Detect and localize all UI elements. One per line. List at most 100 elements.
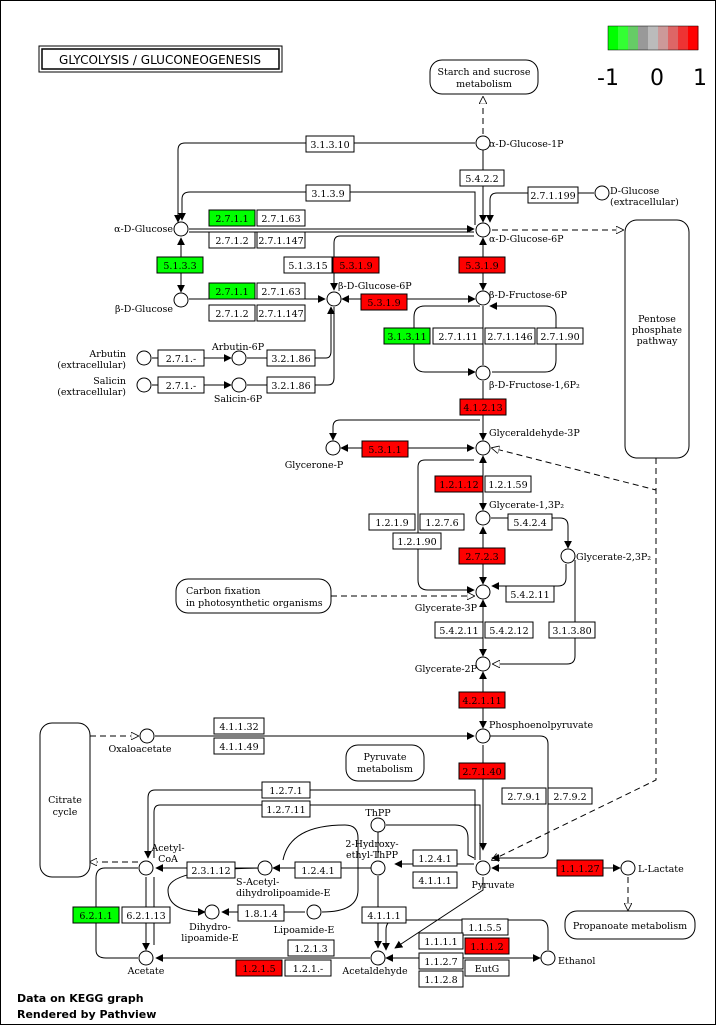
enzyme-12-1-59-box[interactable]: 1.2.1.59: [484, 475, 532, 493]
enzyme-54-2-2-box[interactable]: 5.4.2.2: [459, 169, 505, 187]
enzyme-12-4-1-box[interactable]: 1.2.4.1: [294, 861, 342, 879]
pathway-pyruvate-metabolism[interactable]: Pyruvate metabolism: [345, 744, 425, 782]
enzyme-27-1-2-box[interactable]: 2.7.1.2: [208, 304, 256, 322]
enzyme-41-1-49-box[interactable]: 4.1.1.49: [213, 737, 265, 755]
compound-salicin-6p[interactable]: Salicin-6P: [214, 377, 263, 405]
compound-glycerate-23p2[interactable]: Glycerate-2,3P₂: [560, 548, 651, 564]
enzyme-12-7-11-box[interactable]: 1.2.7.11: [261, 800, 311, 818]
enzyme-27-9-2-box[interactable]: 2.7.9.2: [547, 787, 593, 805]
compound-dihydrolipoamide[interactable]: Dihydro-lipoamide-E: [181, 904, 239, 944]
compound-acetate[interactable]: Acetate: [127, 950, 165, 977]
enzyme-27-1-147-box[interactable]: 2.7.1.147: [256, 304, 306, 322]
enzyme-53-1-1-box[interactable]: 5.3.1.1: [361, 440, 409, 458]
enzyme-27-1-147-box[interactable]: 2.7.1.147: [256, 231, 306, 249]
enzyme-53-1-9-box[interactable]: 5.3.1.9: [332, 256, 380, 274]
enzyme-EutG-box[interactable]: EutG: [464, 959, 510, 977]
compound-glycerate-13p2[interactable]: Glycerate-1,3P₂: [475, 500, 564, 526]
enzyme-32-1-86-box[interactable]: 3.2.1.86: [266, 376, 316, 394]
compound-a-d-glucose[interactable]: α-D-Glucose: [114, 221, 189, 237]
compound-pep[interactable]: Phosphoenolpyruvate: [475, 720, 593, 744]
compound-l-lactate[interactable]: L-Lactate: [620, 860, 684, 876]
compound-b-d-fructose-6p[interactable]: β-D-Fructose-6P: [475, 290, 568, 306]
enzyme-11-1-27-box[interactable]: 1.1.1.27: [556, 859, 604, 877]
compound-lipoamide[interactable]: Lipoamide-E: [274, 904, 335, 936]
enzyme-12-1-3-box[interactable]: 1.2.1.3: [287, 939, 335, 957]
enzyme-23-1-12-box[interactable]: 2.3.1.12: [186, 861, 236, 879]
enzyme-42-1-11-box[interactable]: 4.2.1.11: [458, 691, 506, 709]
enzyme-53-1-9-box[interactable]: 5.3.1.9: [360, 293, 408, 311]
compound-acetaldehyde[interactable]: Acetaldehyde: [341, 950, 408, 977]
enzyme-12-7-1-box[interactable]: 1.2.7.1: [261, 781, 311, 799]
enzyme-27-1-1-box[interactable]: 2.7.1.1: [208, 209, 256, 227]
compound-b-d-fructose-16p2[interactable]: β-D-Fructose-1,6P₂: [475, 365, 580, 391]
enzyme-53-1-9-box[interactable]: 5.3.1.9: [458, 256, 506, 274]
compound-glycerate-2p[interactable]: Glycerate-2P: [415, 656, 491, 675]
enzyme-27-2-3-box[interactable]: 2.7.2.3: [458, 547, 506, 565]
enzyme-54-2-12-box[interactable]: 5.4.2.12: [484, 621, 534, 639]
enzyme-18-1-4-box[interactable]: 1.8.1.4: [237, 904, 285, 922]
enzyme-27-1-11-box[interactable]: 2.7.1.11: [432, 327, 484, 345]
enzyme-51-3-3-box[interactable]: 5.1.3.3: [156, 256, 204, 274]
compound-b-d-glucose-6p[interactable]: β-D-Glucose-6P: [326, 281, 412, 307]
enzyme-62-1-1-box[interactable]: 6.2.1.1: [72, 906, 120, 924]
enzyme-12-1-9-box[interactable]: 1.2.1.9: [368, 513, 416, 531]
compound-glyceraldehyde-3p[interactable]: Glyceraldehyde-3P: [475, 428, 580, 456]
compound-ethanol[interactable]: Ethanol: [540, 950, 595, 967]
enzyme-12-1---box[interactable]: 1.2.1.-: [284, 959, 332, 977]
pathway-starch-sucrose[interactable]: Starch and sucrose metabolism: [429, 59, 539, 95]
enzyme-31-3-11-box[interactable]: 3.1.3.11: [383, 327, 431, 345]
enzyme-32-1-86-box[interactable]: 3.2.1.86: [266, 349, 316, 367]
enzyme-54-2-11-box[interactable]: 5.4.2.11: [434, 621, 484, 639]
enzyme-41-1-32-box[interactable]: 4.1.1.32: [213, 717, 265, 735]
pathway-citrate-cycle[interactable]: Citrate cycle: [39, 722, 91, 878]
enzyme-27-1-40-box[interactable]: 2.7.1.40: [458, 762, 506, 780]
enzyme-27-1-199-box[interactable]: 2.7.1.199: [527, 186, 579, 204]
compound-b-d-glucose[interactable]: β-D-Glucose: [115, 292, 189, 315]
enzyme-11-1-2-box[interactable]: 1.1.1.2: [464, 937, 510, 955]
enzyme-54-2-11-box[interactable]: 5.4.2.11: [505, 585, 555, 603]
enzyme-27-1-63-box[interactable]: 2.7.1.63: [256, 282, 306, 300]
enzyme-12-1-90-box[interactable]: 1.2.1.90: [392, 532, 442, 550]
enzyme-41-2-13-box[interactable]: 4.1.2.13: [459, 398, 507, 416]
compound-a-d-glucose-1p[interactable]: α-D-Glucose-1P: [475, 135, 564, 151]
enzyme-11-1-1-box[interactable]: 1.1.1.1: [418, 932, 464, 950]
enzyme-31-3-10-box[interactable]: 3.1.3.10: [305, 135, 355, 153]
enzyme-12-4-1-box[interactable]: 1.2.4.1: [412, 849, 458, 867]
enzyme-41-1-1-box[interactable]: 4.1.1.1: [361, 906, 407, 924]
enzyme-27-1-2-box[interactable]: 2.7.1.2: [208, 231, 256, 249]
compound-pyruvate[interactable]: Pyruvate: [472, 860, 515, 891]
enzyme-27-1-146-box[interactable]: 2.7.1.146: [484, 327, 536, 345]
enzyme-27-1-1-box[interactable]: 2.7.1.1: [208, 282, 256, 300]
compound-acetyl-coa[interactable]: Acetyl-CoA: [138, 843, 185, 876]
enzyme-11-2-8-box[interactable]: 1.1.2.8: [418, 970, 464, 988]
compound-hydroxyethyl-thpp[interactable]: 2-Hydroxy-ethyl-ThPP: [345, 839, 399, 876]
compound-arbutin-ext[interactable]: Arbutin(extracellular): [57, 349, 152, 371]
enzyme-27-1---box[interactable]: 2.7.1.-: [157, 349, 205, 367]
enzyme-27-1---box[interactable]: 2.7.1.-: [157, 376, 205, 394]
enzyme-31-3-9-box[interactable]: 3.1.3.9: [305, 184, 351, 202]
compound-glycerate-3p[interactable]: Glycerate-3P: [415, 584, 491, 614]
enzyme-11-2-7-box[interactable]: 1.1.2.7: [418, 952, 464, 970]
enzyme-11-5-5-box[interactable]: 1.1.5.5: [461, 918, 509, 936]
pathway-carbon-fixation[interactable]: Carbon fixation in photosynthetic organi…: [175, 578, 332, 614]
compound-thpp[interactable]: ThPP: [365, 808, 391, 833]
enzyme-27-9-1-box[interactable]: 2.7.9.1: [501, 787, 547, 805]
compound-s-acetyl-dhl[interactable]: S-Acetyl-dihydrolipoamide-E: [236, 860, 330, 899]
enzyme-41-1-1-box[interactable]: 4.1.1.1: [412, 871, 458, 889]
enzyme-31-3-80-box[interactable]: 3.1.3.80: [548, 621, 596, 639]
enzyme-51-3-15-box[interactable]: 5.1.3.15: [283, 256, 333, 274]
enzyme-62-1-13-box[interactable]: 6.2.1.13: [121, 906, 171, 924]
compound-glycerone-p[interactable]: Glycerone-P: [285, 440, 344, 471]
compound-oxaloacetate[interactable]: Oxaloacetate: [108, 728, 172, 755]
enzyme-27-1-90-box[interactable]: 2.7.1.90: [536, 327, 584, 345]
enzyme-27-1-63-box[interactable]: 2.7.1.63: [256, 209, 306, 227]
compound-a-d-glucose-6p[interactable]: α-D-Glucose-6P: [475, 222, 564, 245]
pathway-propanoate-metabolism[interactable]: Propanoate metabolism: [564, 910, 696, 940]
enzyme-54-2-4-box[interactable]: 5.4.2.4: [507, 513, 553, 531]
compound-d-glucose-ext[interactable]: D-Glucose(extracellular): [594, 185, 679, 208]
compound-salicin-ext[interactable]: Salicin(extracellular): [57, 376, 152, 398]
enzyme-12-1-5-box[interactable]: 1.2.1.5: [235, 959, 283, 977]
enzyme-12-1-12-box[interactable]: 1.2.1.12: [434, 475, 484, 493]
enzyme-12-7-6-box[interactable]: 1.2.7.6: [419, 513, 465, 531]
compound-arbutin-6p[interactable]: Arbutin-6P: [211, 342, 265, 366]
